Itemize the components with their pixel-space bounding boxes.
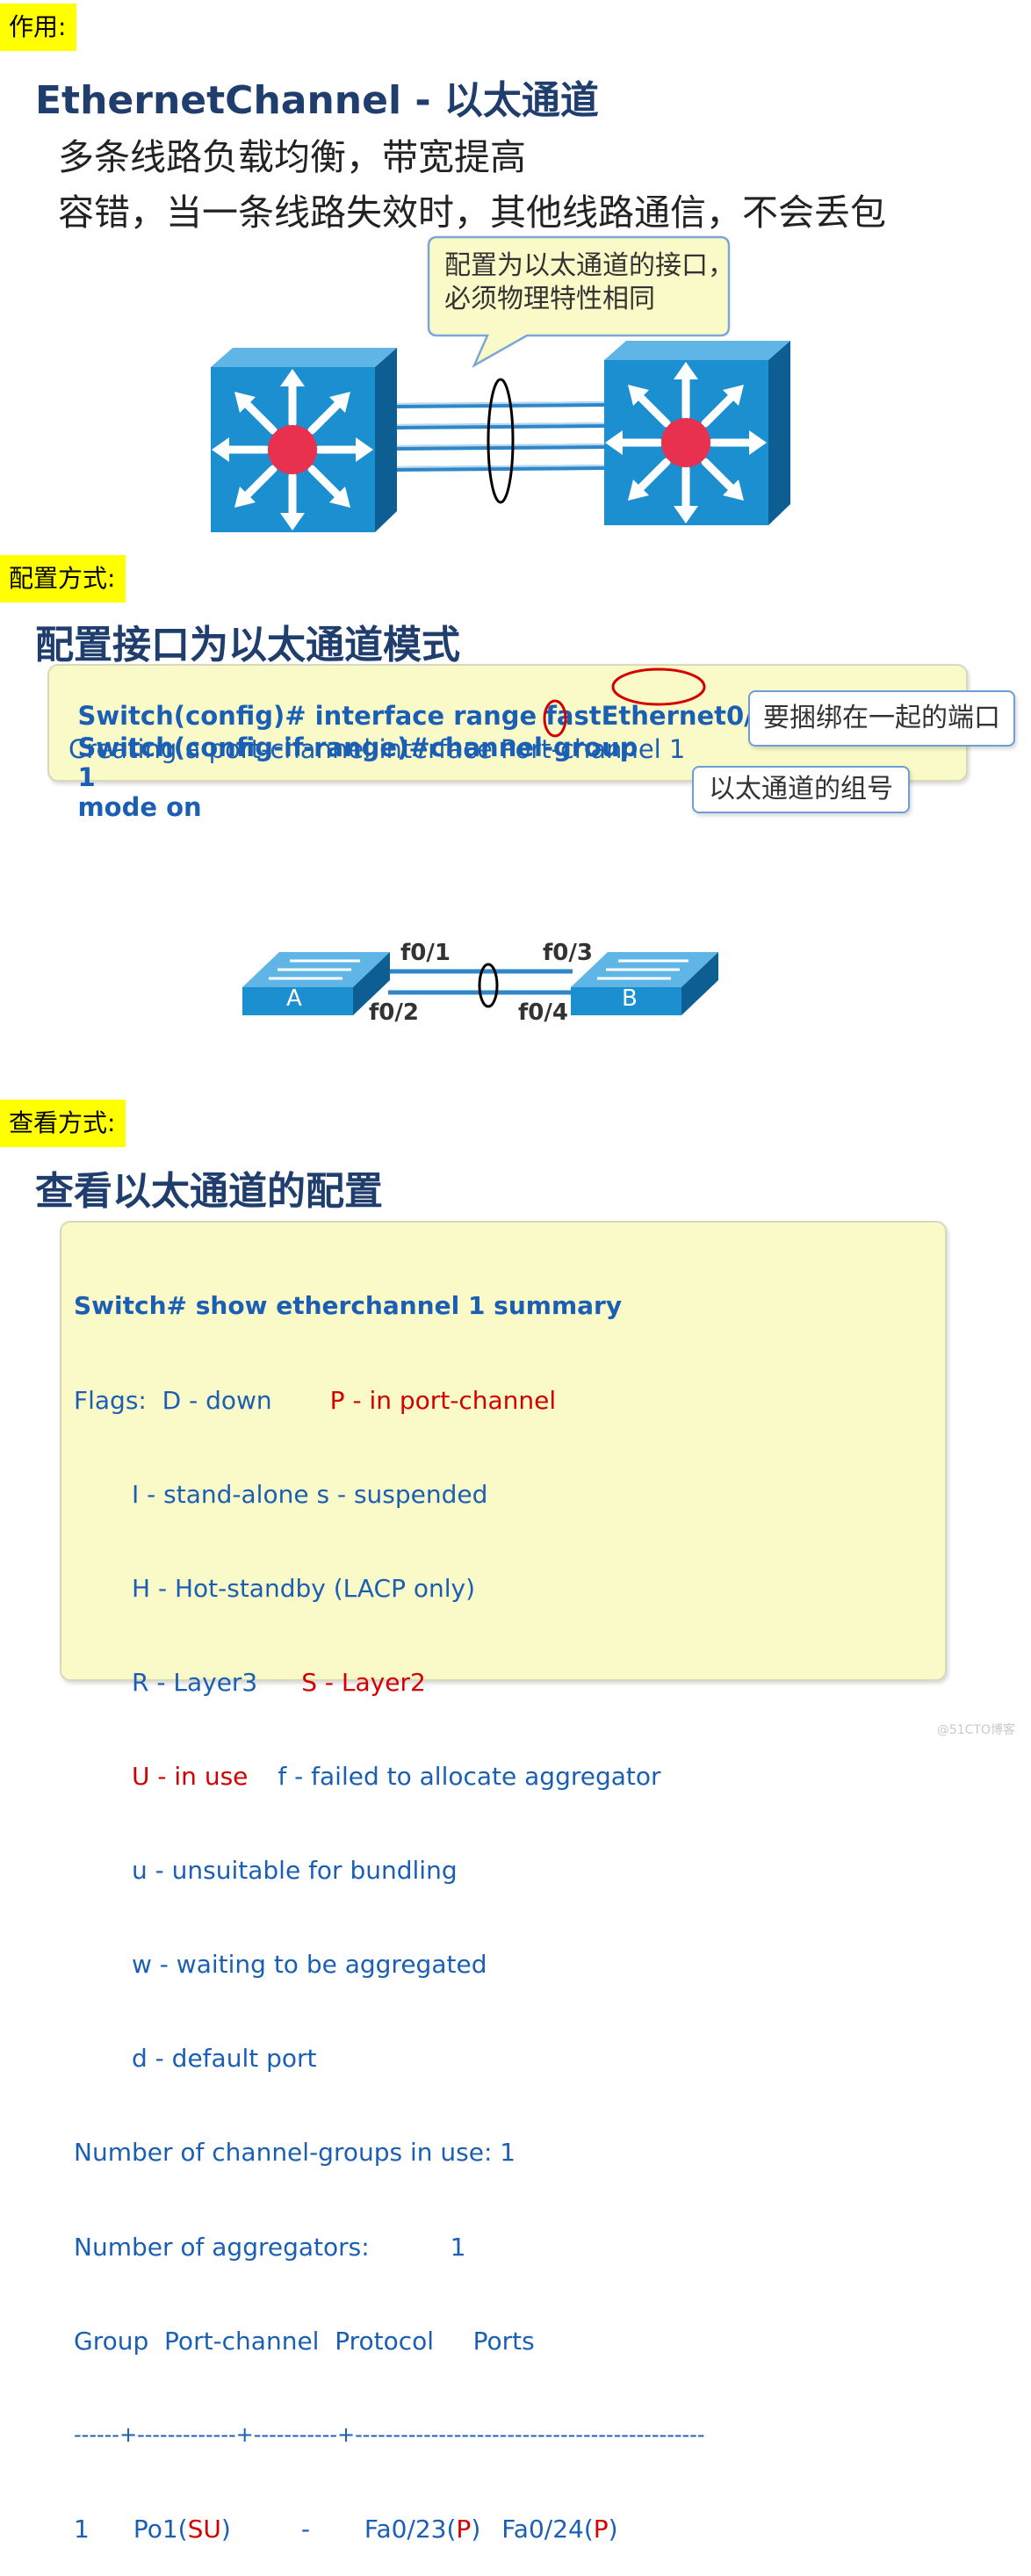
highlight-ovals bbox=[543, 667, 706, 738]
aggregators-label: Number of aggregators: bbox=[74, 2232, 370, 2262]
callout-group: 以太通道的组号 bbox=[692, 766, 910, 813]
row-port-2-end: ) bbox=[608, 2514, 618, 2544]
flag-line-standalone: I - stand-alone s - suspended bbox=[132, 1479, 488, 1509]
callout-ports: 要捆绑在一起的端口 bbox=[748, 690, 1015, 747]
switch-b-label: B bbox=[622, 985, 638, 1012]
aggregators-line: Number of aggregators: 1 bbox=[74, 2232, 705, 2263]
switch-b bbox=[571, 952, 718, 1015]
flags-line: Flags: D - down P - in port-channel bbox=[74, 1385, 705, 1417]
switch-a-label: A bbox=[286, 985, 302, 1012]
flag-in-use: U - in use bbox=[132, 1761, 249, 1791]
callout-bubble bbox=[427, 235, 731, 368]
row-port-2: Fa0/24( bbox=[501, 2514, 594, 2544]
row-po-flag: SU bbox=[187, 2514, 221, 2544]
port-f0-4: f0/4 bbox=[518, 999, 568, 1026]
row-group: 1 bbox=[74, 2514, 90, 2544]
section-tag-view: 查看方式: bbox=[0, 1100, 126, 1147]
topology-channel-oval bbox=[478, 963, 499, 1008]
flag-line-waiting: w - waiting to be aggregated bbox=[132, 1950, 487, 1980]
page-title: EthernetChannel - 以太通道 bbox=[35, 78, 599, 123]
table-divider: ------+-------------+-----------+-------… bbox=[74, 2421, 705, 2447]
callout-text: 配置为以太通道的接口， 必须物理特性相同 bbox=[444, 249, 734, 316]
config-line-3: Creating a port-channel interface Port-c… bbox=[68, 734, 686, 764]
flag-layer3: R - Layer3 bbox=[132, 1667, 258, 1697]
watermark: @51CTO博客 bbox=[936, 1723, 1015, 1737]
row-po: Po1( bbox=[133, 2514, 188, 2544]
etherchannel-links bbox=[396, 401, 605, 472]
callout-line-1: 配置为以太通道的接口， bbox=[444, 250, 734, 281]
config-line-2: Switch(config-if-range)#channel-group 1 … bbox=[61, 703, 638, 822]
row-port-1-end: ) bbox=[471, 2514, 481, 2544]
channel-groups-count: Number of channel-groups in use: 1 bbox=[74, 2138, 516, 2168]
config-line-2-group: 1 bbox=[77, 762, 96, 792]
port-f0-3: f0/3 bbox=[543, 940, 593, 966]
row-port-2-flag: P bbox=[593, 2514, 609, 2544]
aggregators-value: 1 bbox=[450, 2232, 466, 2262]
summary-output: Switch# show etherchannel 1 summary Flag… bbox=[74, 1228, 705, 2576]
flag-failed-aggregator: f - failed to allocate aggregator bbox=[278, 1761, 661, 1791]
port-f0-2: f0/2 bbox=[369, 999, 419, 1026]
group-highlight-oval bbox=[543, 699, 567, 738]
summary-output-box bbox=[60, 1221, 947, 1681]
channel-oval bbox=[487, 378, 515, 504]
view-title: 查看以太通道的配置 bbox=[35, 1169, 383, 1214]
callout-line-2: 必须物理特性相同 bbox=[444, 284, 655, 314]
flag-line-unsuitable: u - unsuitable for bundling bbox=[132, 1856, 458, 1886]
row-po-end: ) bbox=[220, 2514, 231, 2544]
row-port-1-flag: P bbox=[456, 2514, 472, 2544]
row-protocol: - bbox=[300, 2514, 310, 2544]
switch-a bbox=[242, 952, 390, 1015]
switch-star-icons bbox=[212, 362, 767, 530]
section-tag-config: 配置方式: bbox=[0, 555, 126, 603]
flag-line-hot-standby: H - Hot-standby (LACP only) bbox=[132, 1573, 476, 1603]
section-tag-purpose: 作用: bbox=[0, 4, 77, 51]
bullet-fault-tolerance: 容错，当一条线路失效时，其他线路通信，不会丢包 bbox=[58, 191, 886, 234]
show-command: Switch# show etherchannel 1 summary bbox=[74, 1291, 623, 1321]
flag-in-port-channel: P - in port-channel bbox=[329, 1385, 557, 1415]
flag-layer2: S - Layer2 bbox=[301, 1667, 426, 1697]
router-star-icon-right bbox=[605, 362, 767, 523]
config-title: 配置接口为以太通道模式 bbox=[35, 623, 460, 667]
flag-line-default: d - default port bbox=[132, 2044, 317, 2074]
flags-label: Flags: D - down bbox=[74, 1385, 272, 1415]
config-line-2-mode: mode on bbox=[77, 792, 202, 822]
flag-line-layer: R - Layer3 S - Layer2 bbox=[74, 1667, 705, 1699]
range-highlight-oval bbox=[611, 667, 706, 706]
bullet-load-balance: 多条线路负载均衡，带宽提高 bbox=[58, 136, 526, 178]
config-line-1-command: Switch(config)# interface range fastEthe… bbox=[77, 701, 727, 731]
port-f0-1: f0/1 bbox=[400, 940, 451, 966]
router-star-icon-left bbox=[212, 369, 373, 530]
table-header: Group Port-channel Protocol Ports bbox=[74, 2326, 535, 2356]
row-port-1: Fa0/23( bbox=[364, 2514, 457, 2544]
flag-line-in-use: U - in use f - failed to allocate aggrega… bbox=[74, 1761, 705, 1793]
config-line-2-command: Switch(config-if-range)#channel-group bbox=[77, 732, 638, 762]
